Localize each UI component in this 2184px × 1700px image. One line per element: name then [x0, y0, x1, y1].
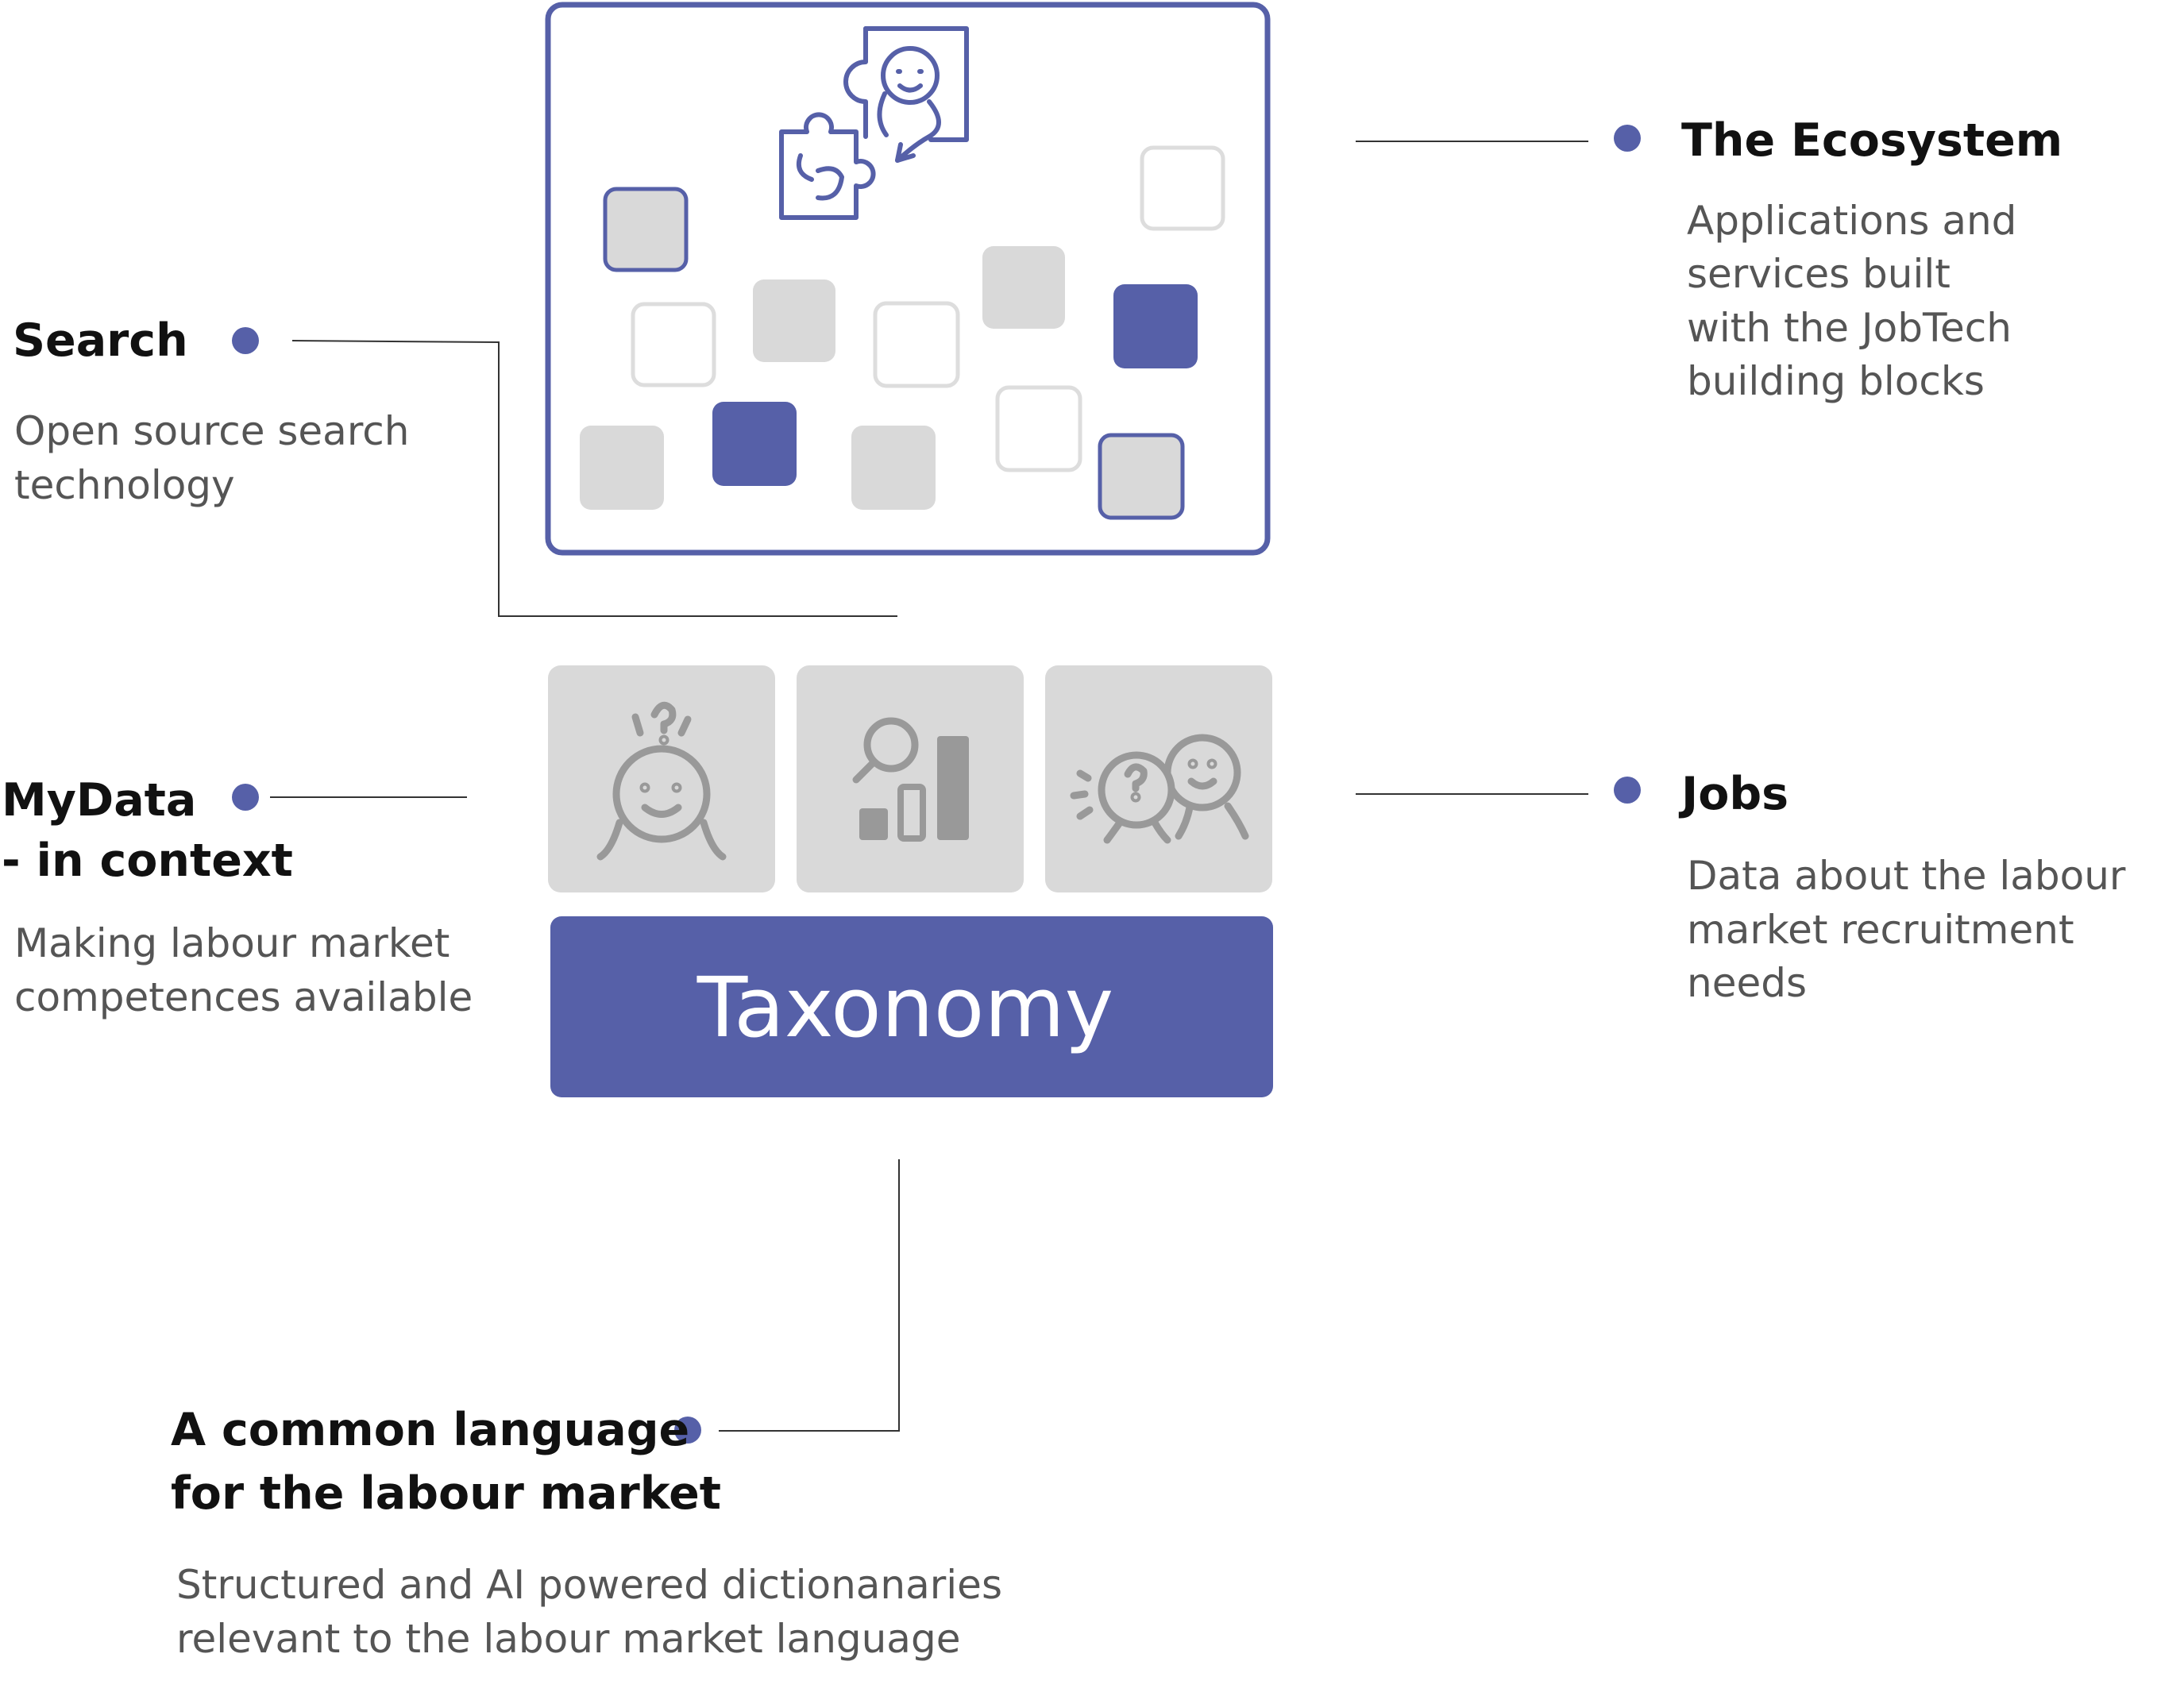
search-title: Search	[13, 314, 188, 367]
jobs-title: Jobs	[1678, 768, 1788, 820]
connector-common	[719, 1159, 900, 1432]
block-tiles	[580, 145, 1225, 520]
tile	[631, 302, 716, 387]
tile	[1140, 145, 1225, 231]
mydata-title-line: MyData	[2, 774, 196, 827]
ecosystem-desc-line: building blocks	[1687, 358, 1985, 404]
common-desc-line: Structured and AI powered dictionanaries	[176, 1562, 1002, 1608]
common-language-label: A common language for the labour market …	[171, 1404, 1002, 1662]
service-tiles	[548, 665, 1272, 892]
tile	[603, 187, 689, 272]
ecosystem-box	[545, 2, 1271, 556]
tile	[851, 426, 936, 510]
dot-jobs	[1614, 777, 1641, 804]
ecosystem-label: The Ecosystem Applications and services …	[1681, 114, 2062, 404]
ecosystem-desc-line: services built	[1687, 251, 1951, 297]
connector-search	[291, 340, 897, 617]
jobs-desc-line: Data about the labour	[1687, 853, 2126, 899]
tile	[753, 279, 835, 362]
taxonomy-label: Taxonomy	[696, 959, 1113, 1056]
mydata-label: MyData - in context Making labour market…	[2, 774, 473, 1020]
tile	[873, 301, 960, 388]
jobs-label: Jobs Data about the labour market recrui…	[1678, 768, 2126, 1006]
dot-common	[674, 1417, 701, 1444]
dot-mydata	[232, 784, 259, 811]
mydata-desc-line: competences available	[14, 974, 473, 1020]
search-desc-line: Open source search	[14, 408, 409, 454]
ecosystem-desc-line: with the JobTech	[1687, 305, 2012, 351]
search-chart-icon	[852, 717, 969, 842]
tile	[712, 402, 797, 486]
dot-ecosystem	[1614, 125, 1641, 152]
connectors	[270, 141, 1588, 1432]
common-title-line: for the labour market	[171, 1467, 721, 1520]
common-desc-line: relevant to the labour market language	[176, 1616, 960, 1662]
tile	[1113, 284, 1198, 368]
common-title-line: A common language	[171, 1404, 689, 1456]
thinking-person-icon	[596, 701, 727, 861]
tile	[1098, 433, 1185, 520]
ecosystem-title: The Ecosystem	[1681, 114, 2062, 167]
search-label: Search Open source search technology	[13, 314, 409, 508]
dot-search	[232, 327, 259, 354]
jobs-desc-line: needs	[1687, 960, 1807, 1006]
mydata-desc-line: Making labour market	[14, 920, 450, 966]
tile	[580, 426, 664, 510]
tile	[982, 246, 1065, 329]
ecosystem-desc-line: Applications and	[1687, 198, 2016, 244]
bullet-dots	[232, 125, 1641, 1444]
service-tile-search	[797, 665, 1024, 892]
service-tile-mydata	[548, 665, 775, 892]
mydata-title-line: - in context	[2, 835, 293, 887]
taxonomy-bar: Taxonomy	[550, 916, 1273, 1097]
conversation-icon	[1070, 734, 1249, 844]
jobs-desc-line: market recruitment	[1687, 907, 2074, 953]
tile	[995, 385, 1082, 472]
puzzle-person-icon	[779, 26, 969, 220]
search-desc-line: technology	[14, 462, 235, 508]
